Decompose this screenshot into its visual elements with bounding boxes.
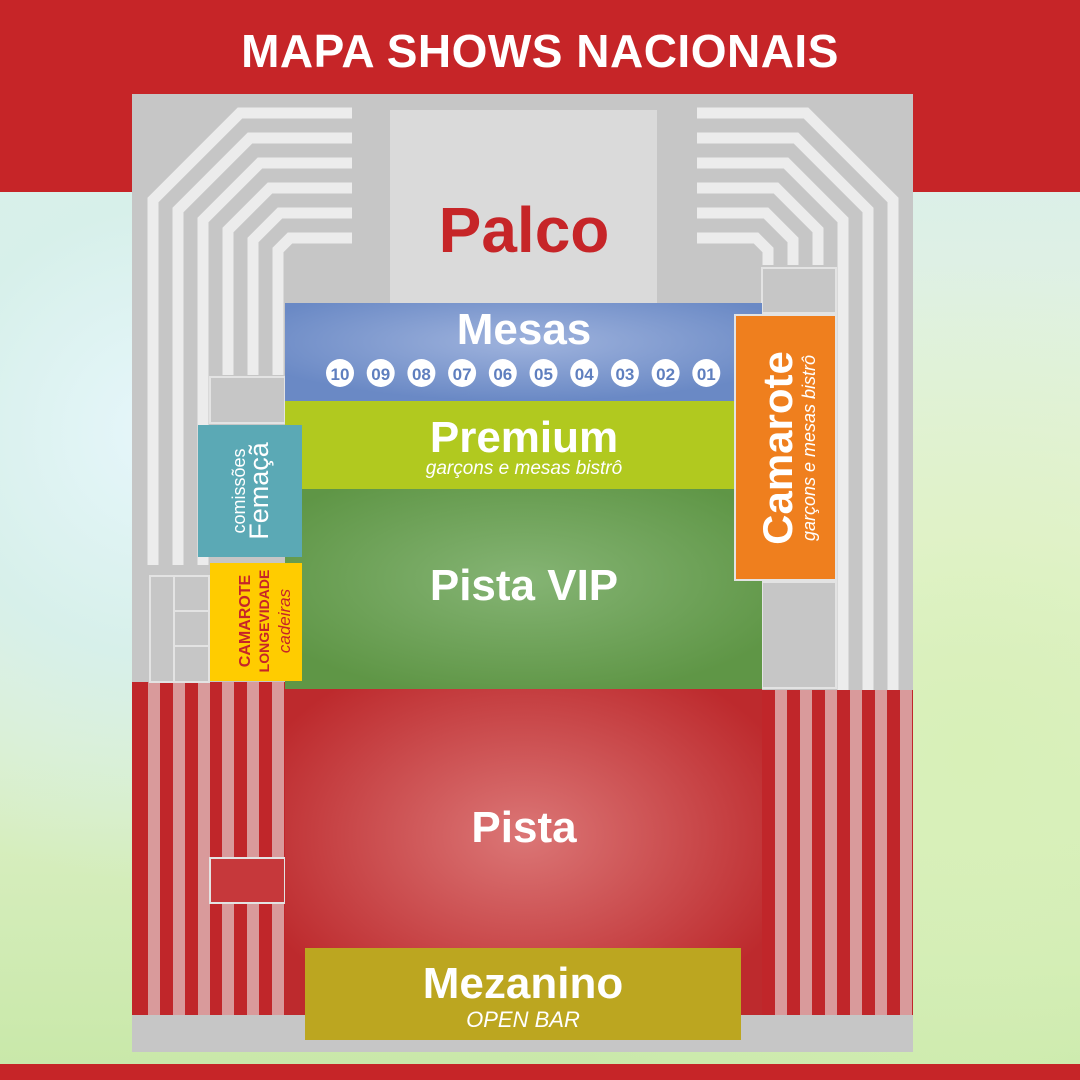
sector-palco[interactable]: Palco bbox=[390, 110, 657, 303]
bleacher-stripe bbox=[222, 682, 234, 1015]
mesas-label: Mesas bbox=[457, 305, 592, 354]
table-number: 01 bbox=[697, 365, 716, 384]
bleacher-row-right bbox=[697, 107, 899, 690]
table-number: 04 bbox=[575, 365, 594, 384]
bleacher-stripe bbox=[148, 682, 160, 1015]
bleacher-stripe bbox=[173, 682, 185, 1015]
bleacher-row-left bbox=[247, 207, 352, 375]
table-marker[interactable]: 02 bbox=[651, 359, 680, 387]
bleacher-stripe bbox=[800, 690, 812, 1015]
table-circle bbox=[366, 359, 395, 387]
bleacher-stripe bbox=[900, 690, 912, 1015]
pista-vip-label: Pista VIP bbox=[430, 561, 618, 610]
table-number: 07 bbox=[453, 365, 472, 384]
mezanino-label: Mezanino bbox=[423, 959, 623, 1008]
femaca-label: Femaçã bbox=[244, 441, 274, 540]
table-circle bbox=[488, 359, 517, 387]
left-small-blocks bbox=[149, 575, 210, 683]
bleacher-stairs bbox=[147, 107, 899, 690]
table-marker[interactable]: 09 bbox=[366, 359, 395, 387]
sector-pista-vip[interactable]: Pista VIP bbox=[285, 489, 762, 689]
bleacher-row-right bbox=[697, 207, 799, 265]
table-marker[interactable]: 03 bbox=[610, 359, 639, 387]
comissoes-label: comissões bbox=[229, 448, 249, 533]
bleacher-stripe bbox=[775, 690, 787, 1015]
pista-label: Pista bbox=[471, 803, 577, 852]
camarote-longevidade-line2: LONGEVIDADE bbox=[256, 570, 272, 673]
premium-label: Premium bbox=[430, 413, 618, 462]
palco-label: Palco bbox=[439, 194, 610, 266]
camarote-longevidade-line1: CAMAROTE bbox=[237, 574, 254, 667]
table-number: 10 bbox=[331, 365, 350, 384]
sector-premium[interactable]: Premium garçons e mesas bistrô bbox=[285, 401, 735, 489]
table-marker[interactable]: 01 bbox=[692, 359, 721, 387]
left-block bbox=[209, 376, 286, 424]
bleacher-stripe bbox=[850, 690, 862, 1015]
table-marker[interactable]: 10 bbox=[326, 359, 354, 387]
bleacher-row-right bbox=[697, 182, 824, 265]
page-title: MAPA SHOWS NACIONAIS bbox=[241, 25, 839, 77]
bleacher-row-left bbox=[222, 182, 352, 375]
table-marker[interactable]: 05 bbox=[529, 359, 558, 387]
bleacher-row-left bbox=[197, 157, 352, 565]
bleacher-row-left bbox=[147, 107, 352, 565]
bleacher-row-right bbox=[697, 157, 849, 690]
table-circle bbox=[692, 359, 721, 387]
bleacher-stripe bbox=[272, 682, 284, 1015]
bleacher-row-right bbox=[697, 132, 874, 690]
table-circle bbox=[448, 359, 477, 387]
bleacher-stripes bbox=[148, 682, 912, 1015]
table-number: 03 bbox=[615, 365, 634, 384]
table-number: 09 bbox=[371, 365, 390, 384]
right-block bbox=[761, 267, 837, 314]
table-number: 02 bbox=[656, 365, 675, 384]
table-marker[interactable]: 08 bbox=[407, 359, 436, 387]
table-number: 06 bbox=[493, 365, 512, 384]
table-circle bbox=[326, 359, 354, 387]
table-circle bbox=[610, 359, 639, 387]
table-marker[interactable]: 07 bbox=[448, 359, 477, 387]
table-circle bbox=[651, 359, 680, 387]
sector-camarote-longevidade[interactable]: CAMAROTE LONGEVIDADE cadeiras bbox=[210, 563, 302, 681]
footer-strip bbox=[0, 1064, 1080, 1080]
sector-mezanino[interactable]: Mezanino OPEN BAR bbox=[305, 948, 741, 1040]
table-circle bbox=[407, 359, 436, 387]
table-number: 05 bbox=[534, 365, 553, 384]
bleacher-row-left bbox=[172, 132, 352, 565]
pista-right-bleachers bbox=[762, 690, 913, 1015]
bleacher-stripe bbox=[198, 682, 210, 1015]
table-circle bbox=[529, 359, 558, 387]
camarote-label: Camarote bbox=[754, 351, 801, 545]
camarote-subtitle: garçons e mesas bistrô bbox=[799, 355, 819, 541]
bleacher-stripe bbox=[247, 682, 259, 1015]
table-circle bbox=[570, 359, 599, 387]
bleacher-row-right bbox=[697, 232, 774, 265]
left-box bbox=[209, 857, 286, 904]
premium-subtitle: garçons e mesas bistrô bbox=[426, 458, 623, 479]
table-marker[interactable]: 04 bbox=[570, 359, 599, 387]
camarote-longevidade-line3: cadeiras bbox=[275, 588, 294, 653]
bleacher-stripe bbox=[875, 690, 887, 1015]
sector-camarote[interactable]: Camarote garçons e mesas bistrô bbox=[734, 314, 837, 581]
bleacher-row-left bbox=[272, 232, 352, 375]
sector-comissoes-femaca[interactable]: comissões Femaçã bbox=[198, 425, 302, 557]
sector-mesas[interactable]: Mesas 10 09 08 07 06 05 04 03 02 01 bbox=[285, 303, 762, 401]
right-lower-block bbox=[761, 581, 837, 689]
bleacher-stripe bbox=[825, 690, 837, 1015]
table-number: 08 bbox=[412, 365, 431, 384]
mezanino-subtitle: OPEN BAR bbox=[466, 1007, 580, 1032]
table-marker[interactable]: 06 bbox=[488, 359, 517, 387]
